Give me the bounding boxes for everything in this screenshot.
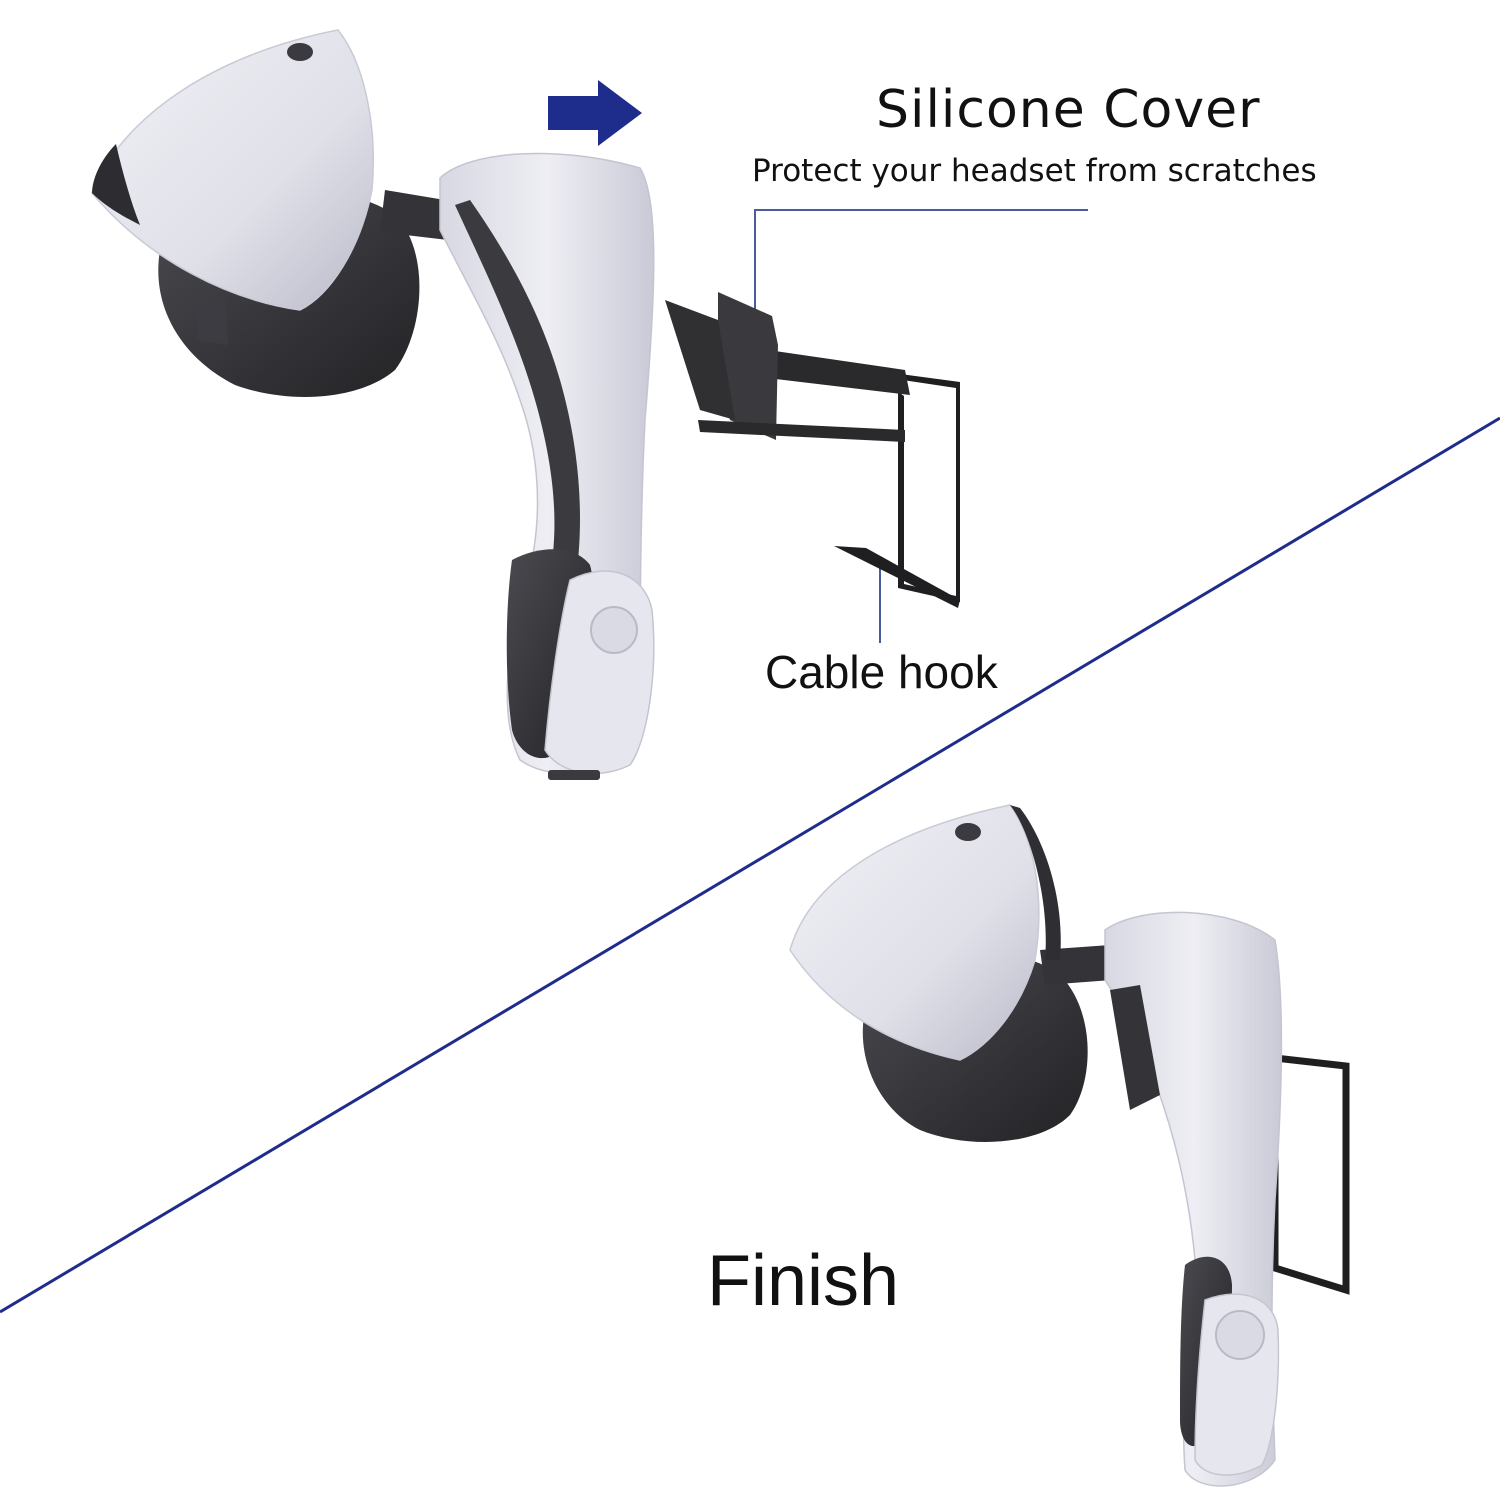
silicone-cover-title: Silicone Cover (876, 80, 1261, 140)
headset-bottom-sensor (955, 823, 981, 841)
diagonal-divider (0, 416, 1500, 1314)
wall-bracket (665, 292, 960, 608)
headset-top-sensor (287, 43, 313, 61)
silicone-cover (718, 292, 778, 440)
cable-hook (834, 546, 960, 608)
silicone-cover-subtitle: Protect your headset from scratches (752, 153, 1317, 189)
cable-hook-label: Cable hook (765, 646, 998, 698)
headset-bottom (789, 804, 1350, 1487)
headset-top (91, 29, 655, 780)
headset-bottom-dial-icon (1215, 1310, 1265, 1360)
finish-label: Finish (707, 1241, 900, 1321)
headset-top-dial-icon (590, 606, 638, 654)
right-arrow-icon (548, 80, 642, 146)
silicone-cover-leader-line (754, 209, 1088, 326)
headset-bottom-visor (789, 804, 1040, 1061)
headset-top-visor (91, 29, 375, 311)
finished-bracket-plate (1271, 1054, 1350, 1295)
headset-top-stem (380, 190, 448, 240)
